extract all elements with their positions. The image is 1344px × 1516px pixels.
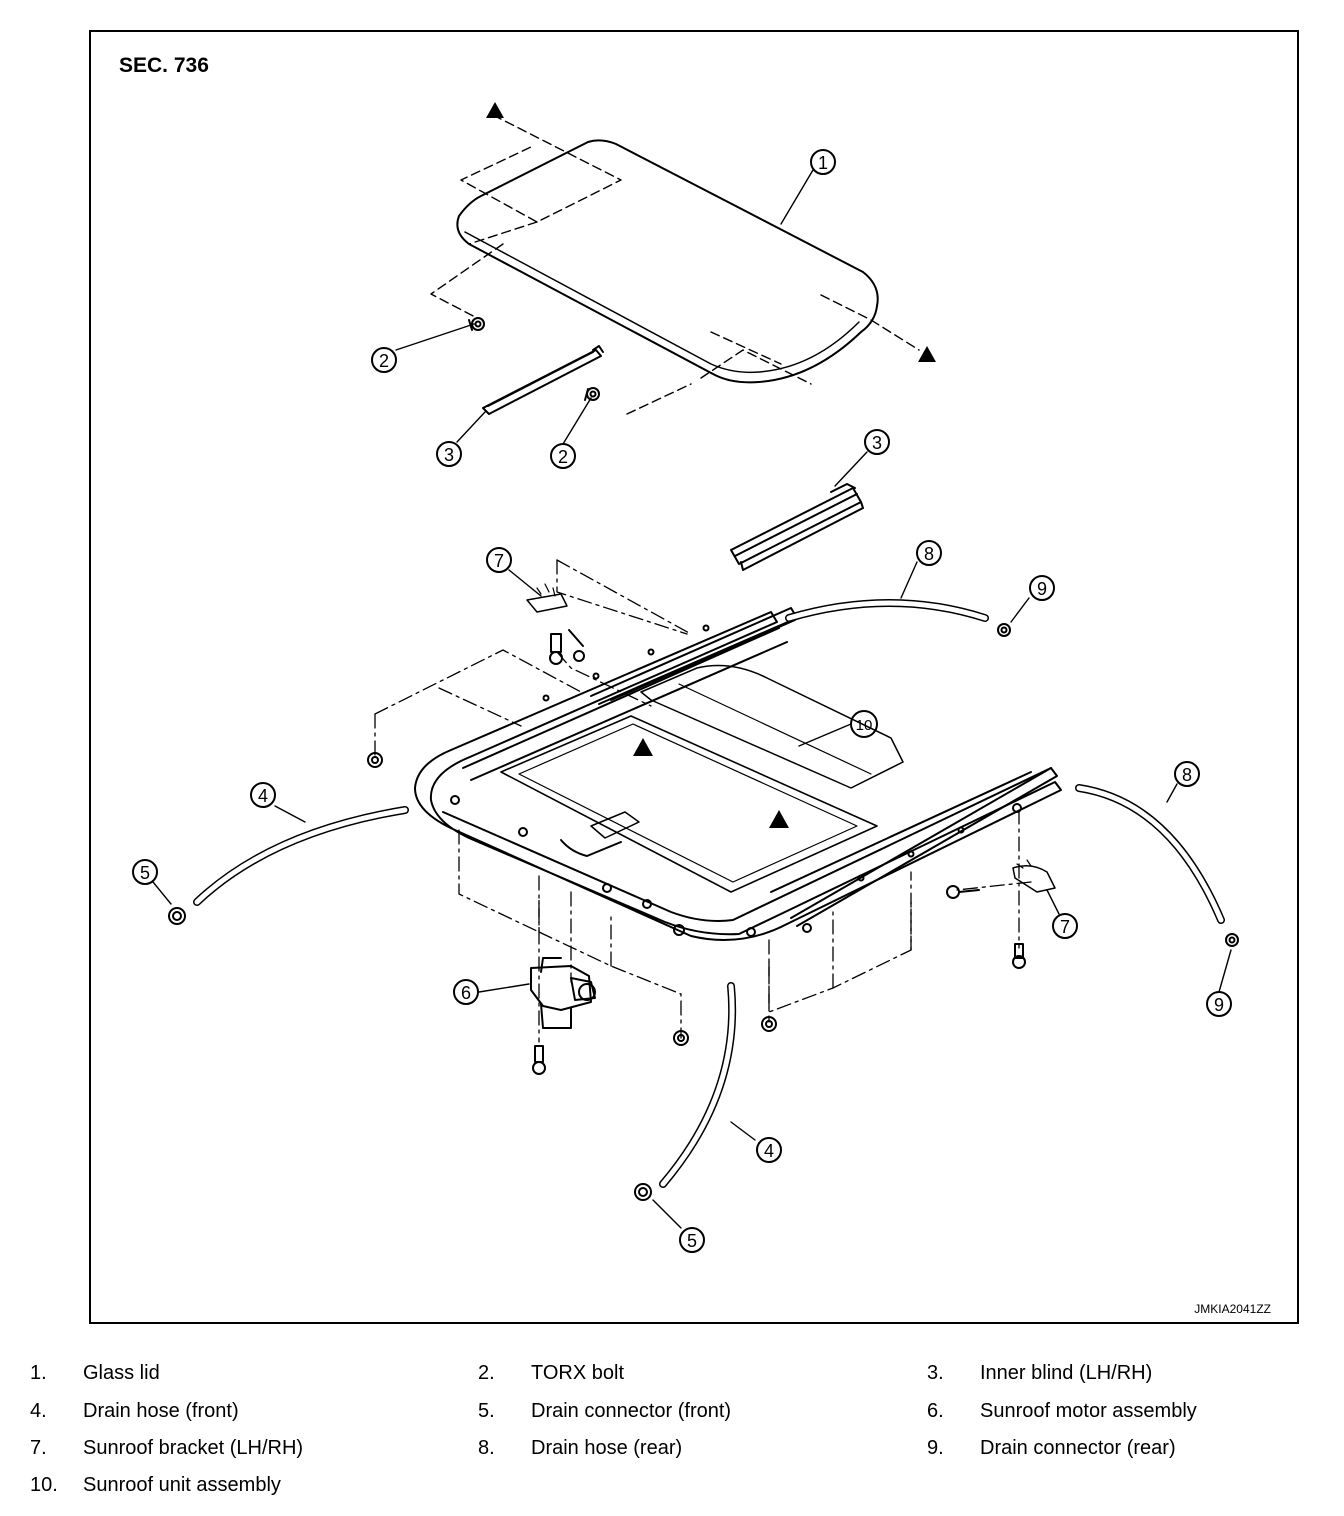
legend-label: Sunroof unit assembly <box>83 1474 281 1496</box>
inner-blind-drawing <box>730 483 864 571</box>
nut-drawing <box>673 1030 689 1046</box>
sunroof-motor-drawing <box>530 957 596 1029</box>
sunroof-bracket-drawing <box>946 859 1056 969</box>
callout-2: 2 <box>371 347 397 373</box>
drain-hose-front-inner <box>194 807 408 905</box>
callout-1: 1 <box>810 149 836 175</box>
svg-text:9: 9 <box>1214 995 1224 1015</box>
drain-hose-front-inner <box>660 983 735 1187</box>
callout-4: 4 <box>756 1137 782 1163</box>
drain-connector-rear-drawing <box>997 623 1011 637</box>
legend-label: Drain connector (front) <box>531 1400 732 1422</box>
callout-8: 8 <box>1174 761 1200 787</box>
reference-triangle <box>918 346 936 362</box>
svg-text:2: 2 <box>379 351 389 371</box>
svg-text:9: 9 <box>1037 579 1047 599</box>
sunroof-unit-drawing <box>414 607 1062 941</box>
drain-hose-rear-inner <box>786 600 988 621</box>
drain-connector-front-drawing <box>168 907 186 925</box>
callout-3: 3 <box>864 429 890 455</box>
callout-5: 5 <box>679 1227 705 1253</box>
legend-label: Glass lid <box>83 1362 160 1384</box>
svg-text:7: 7 <box>494 551 504 571</box>
drain-hose-front-drawing <box>193 806 409 906</box>
leader-lines <box>152 169 1232 1229</box>
callout-markers: 1 2 2 3 3 7 8 9 10 4 5 8 7 9 6 4 5 <box>132 149 1232 1253</box>
legend-number: 7. <box>30 1437 47 1459</box>
legend-number: 3. <box>927 1362 944 1384</box>
callout-7: 7 <box>1052 913 1078 939</box>
callout-6: 6 <box>453 979 479 1005</box>
svg-text:7: 7 <box>1060 917 1070 937</box>
svg-text:5: 5 <box>687 1231 697 1251</box>
legend-number: 10. <box>30 1474 58 1496</box>
svg-text:4: 4 <box>258 786 268 806</box>
legend-number: 8. <box>478 1437 495 1459</box>
svg-text:6: 6 <box>461 983 471 1003</box>
callout-3: 3 <box>436 441 462 467</box>
sunroof-bracket-drawing <box>526 583 585 665</box>
drain-hose-rear-drawing <box>1075 784 1225 924</box>
reference-triangle <box>633 738 653 756</box>
drain-connector-rear-drawing <box>1225 933 1239 947</box>
nut-drawing <box>761 1016 777 1032</box>
callout-10: 10 <box>850 710 878 738</box>
svg-text:3: 3 <box>872 433 882 453</box>
drain-connector-front-drawing <box>634 1183 652 1201</box>
callout-4: 4 <box>250 782 276 808</box>
torx-bolt-drawing <box>584 387 600 401</box>
legend-number: 6. <box>927 1400 944 1422</box>
svg-text:3: 3 <box>444 445 454 465</box>
callout-7: 7 <box>486 547 512 573</box>
svg-text:8: 8 <box>1182 765 1192 785</box>
legend-number: 2. <box>478 1362 495 1384</box>
nut-drawing <box>367 752 383 768</box>
legend-number: 5. <box>478 1400 495 1422</box>
legend-label: Drain hose (front) <box>83 1400 239 1422</box>
legend-label: Sunroof bracket (LH/RH) <box>83 1437 304 1459</box>
legend-number: 4. <box>30 1400 47 1422</box>
svg-text:4: 4 <box>764 1141 774 1161</box>
reference-triangle <box>769 810 789 828</box>
legend-label: TORX bolt <box>531 1362 624 1384</box>
callout-2: 2 <box>550 443 576 469</box>
svg-text:1: 1 <box>818 153 828 173</box>
unit-guide-lines <box>374 559 1032 1043</box>
legend-label: Sunroof motor assembly <box>980 1400 1197 1422</box>
figure-id: JMKIA2041ZZ <box>1194 1302 1271 1316</box>
legend-number: 9. <box>927 1437 944 1459</box>
callout-8: 8 <box>916 540 942 566</box>
legend-label: Drain connector (rear) <box>980 1437 1176 1459</box>
svg-text:10: 10 <box>856 717 873 734</box>
drain-hose-rear-inner <box>1076 785 1224 923</box>
diagram-frame: SEC. 736 JMKIA2041ZZ <box>89 30 1299 1324</box>
glass-lid-guide-lines <box>430 114 920 415</box>
callout-5: 5 <box>132 859 158 885</box>
legend-label: Drain hose (rear) <box>531 1437 683 1459</box>
section-label: SEC. 736 <box>119 54 209 77</box>
reference-triangle <box>486 102 504 118</box>
exploded-view-drawing: 1 2 2 3 3 7 8 9 10 4 5 8 7 9 6 4 5 <box>132 102 1239 1253</box>
callout-9: 9 <box>1206 991 1232 1017</box>
svg-text:5: 5 <box>140 863 150 883</box>
inner-blind-drawing <box>482 345 604 415</box>
bolt-drawing <box>532 1045 546 1075</box>
torx-bolt-drawing <box>468 317 485 331</box>
callout-9: 9 <box>1029 575 1055 601</box>
svg-text:2: 2 <box>558 447 568 467</box>
legend-label: Inner blind (LH/RH) <box>980 1362 1153 1384</box>
legend-number: 1. <box>30 1362 47 1384</box>
glass-lid-drawing <box>456 139 879 384</box>
svg-text:8: 8 <box>924 544 934 564</box>
